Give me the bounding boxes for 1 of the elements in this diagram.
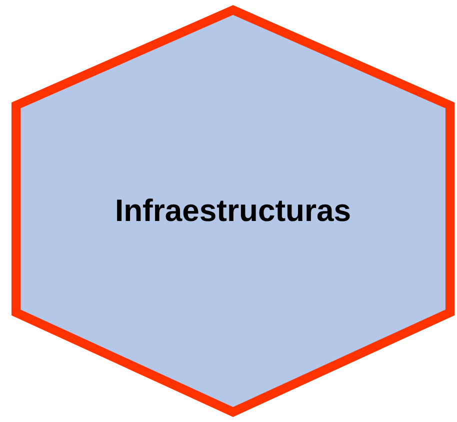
hexagon-label: Infraestructuras: [114, 193, 352, 229]
